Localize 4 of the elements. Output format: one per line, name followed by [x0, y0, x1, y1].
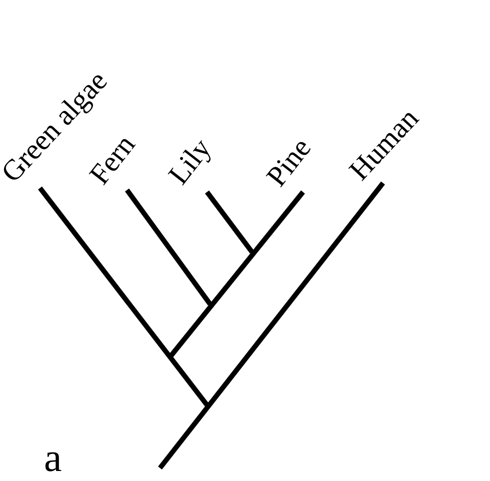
taxon-label: Fern [85, 130, 141, 190]
panel-letter: a [44, 438, 62, 478]
taxon-label: Pine [262, 134, 317, 192]
taxon-label: Lily [164, 134, 217, 190]
